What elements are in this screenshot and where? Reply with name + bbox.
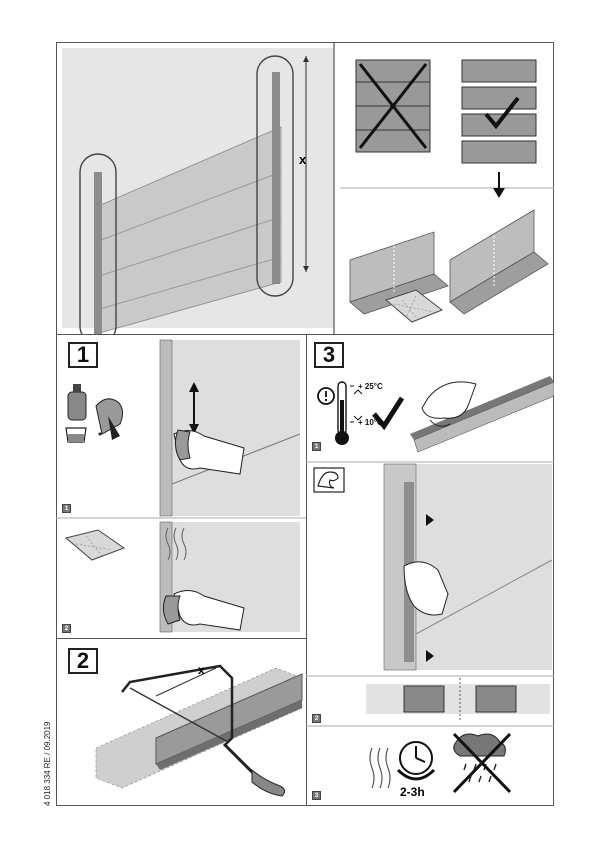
instruction-sheet: [56, 42, 554, 806]
thermometer-icon: [335, 381, 363, 445]
step1-number: 1: [68, 342, 98, 368]
clock-icon: [396, 741, 436, 781]
hand-pressing: [421, 381, 477, 419]
step1-sub1-label: 1: [62, 504, 71, 513]
cleaning-cloth-icon: [95, 398, 124, 440]
dimension-arrow-top: [303, 56, 309, 62]
heat-waves-icon: [165, 527, 187, 561]
overview-panel: x: [56, 42, 554, 345]
hand-wiping: [173, 430, 245, 475]
step3-sub1-label: 1: [312, 442, 321, 451]
cross-mark-icon: [358, 63, 428, 149]
highlight-oval-right: [256, 55, 294, 297]
panel-seam: [95, 171, 282, 243]
check-mark-icon: [484, 96, 520, 130]
wrong-tile-stack: [355, 59, 431, 153]
press-arrow-top: [426, 514, 434, 526]
dimension-arrow-bottom: [303, 266, 309, 272]
arrow-down-icon: [493, 172, 505, 198]
press-arrow-bottom: [426, 650, 434, 662]
profile-installed: [410, 376, 554, 453]
wall-scene: [160, 340, 300, 516]
temp-max-label: + 25°C: [358, 382, 383, 391]
step1-sub2-label: 2: [62, 624, 71, 633]
step2-panel: 2 x: [56, 638, 306, 806]
step3-number: 3: [314, 342, 344, 368]
step2-illustration: x: [95, 663, 303, 797]
cure-time: 2-3h: [400, 785, 425, 799]
step1-panel: 1 1: [56, 334, 306, 638]
heat-waves-icon: [369, 747, 391, 789]
overview-illustration: x: [62, 42, 554, 345]
step1-illustration: [56, 339, 306, 633]
correct-tile-stack: [461, 59, 537, 164]
step3-illustration: 2-3h: [306, 376, 554, 799]
right-profile: [272, 72, 280, 284]
panel-seam: [95, 216, 282, 278]
no-rain-icon: [452, 732, 512, 794]
step3-sub2-label: 2: [312, 714, 321, 723]
dimension-x: x: [299, 152, 307, 167]
corner-profile-left: [349, 231, 449, 315]
detergent-bottle-icon: [67, 384, 87, 421]
hand-pressing-profile: [403, 561, 449, 616]
corner-profile-right: [449, 209, 549, 315]
step3-sub3-label: 3: [312, 791, 321, 800]
left-profile: [94, 172, 102, 334]
dimension-x: x: [198, 663, 205, 677]
muscle-arm-icon: [313, 467, 345, 493]
adhesive-pad-icon: [384, 289, 444, 323]
water-bucket-icon: [65, 427, 87, 443]
hacksaw-icon: [121, 664, 286, 797]
step2-number: 2: [68, 648, 98, 674]
info-icon: [317, 387, 335, 405]
adhesive-pad-icon: [64, 529, 126, 561]
panel-seam: [95, 256, 282, 311]
cross-section-detail: [366, 678, 550, 720]
step3-panel: 3: [306, 334, 554, 806]
updown-arrow-icon: [189, 382, 199, 434]
temp-min-label: + 10°C: [358, 418, 383, 427]
document-reference: 4 018 334 RE / 09.2019: [43, 721, 52, 806]
check-mark-icon: [372, 396, 405, 431]
